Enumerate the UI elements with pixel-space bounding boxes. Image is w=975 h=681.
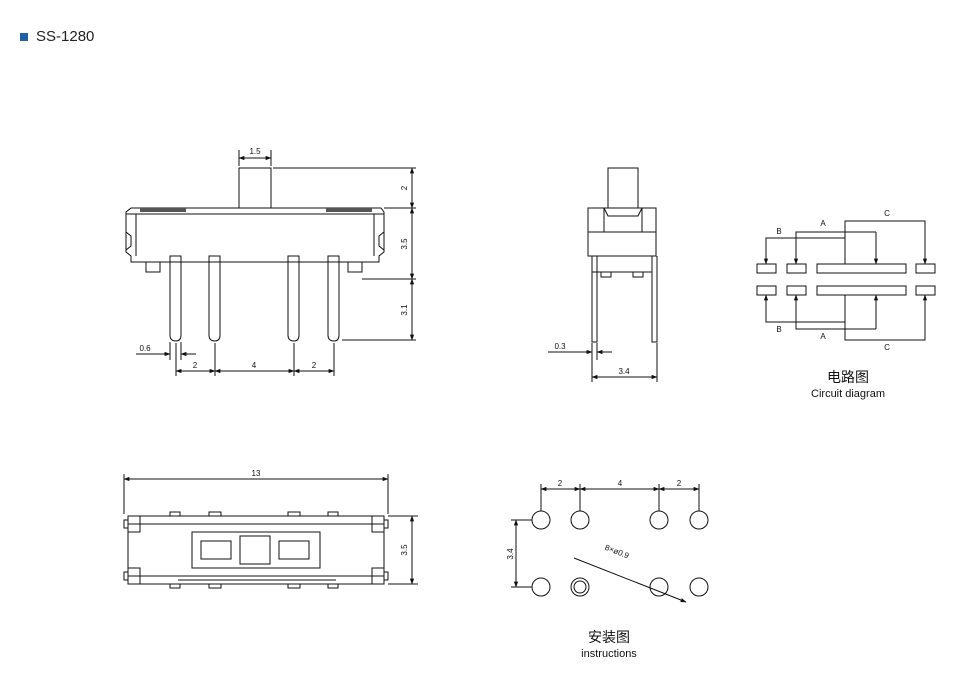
front-standoff-left (145, 261, 161, 273)
hole-2 (570, 510, 590, 530)
front-pin-4 (327, 255, 340, 342)
install-caption-cn: 安装图 (588, 629, 630, 645)
dim-pin-width-side: 0.3 (554, 342, 566, 351)
front-standoff-right (347, 261, 363, 273)
contact-bottom-2 (786, 285, 807, 296)
top-view: 13 3.5 (123, 469, 418, 589)
contact-top-2 (786, 263, 807, 274)
installation-pattern: 2 4 2 3.4 8×ø0.9 安装图 instructions (506, 479, 709, 660)
dim-pitch-right: 2 (312, 361, 317, 370)
front-view: 1.5 2 3.5 3.1 0.6 2 4 2 (125, 147, 416, 376)
contact-top-1 (756, 263, 777, 274)
model-title: SS-1280 (36, 28, 95, 45)
side-pin-right (651, 256, 658, 343)
install-caption-en: instructions (581, 648, 637, 660)
install-hole-spec: 8×ø0.9 (604, 543, 631, 561)
dim-pitch-center: 4 (252, 361, 257, 370)
side-pin-left (591, 256, 598, 343)
dim-body-height: 3.5 (400, 238, 409, 250)
hole-7 (649, 577, 669, 597)
hole-8 (689, 577, 709, 597)
front-pin-3 (287, 255, 300, 342)
dim-body-height-top: 3.5 (400, 544, 409, 556)
dim-pitch-left: 2 (193, 361, 198, 370)
circuit-caption-en: Circuit diagram (811, 388, 885, 400)
contact-top-bar (816, 263, 907, 274)
circuit-caption-cn: 电路图 (827, 369, 869, 385)
circuit-label-top-a: A (820, 219, 826, 228)
install-dim-pitch-left: 2 (558, 479, 563, 488)
hole-6 (570, 577, 590, 597)
dim-pin-span-side: 3.4 (618, 367, 630, 376)
hole-4 (689, 510, 709, 530)
install-dim-pitch-right: 2 (677, 479, 682, 488)
top-slot (191, 531, 321, 569)
front-cover (125, 207, 385, 263)
dim-pin-length: 3.1 (400, 304, 409, 316)
circuit-label-bottom-b: B (776, 325, 781, 334)
install-dim-row-spacing: 3.4 (506, 548, 515, 560)
install-dim-pitch-center: 4 (618, 479, 623, 488)
side-body (587, 207, 657, 257)
circuit-label-bottom-a: A (820, 332, 826, 341)
side-view: 0.3 3.4 (548, 167, 658, 382)
dim-pin-width-front: 0.6 (139, 344, 151, 353)
circuit-label-top-c: C (884, 209, 890, 218)
contact-bottom-4 (915, 285, 936, 296)
top-body (127, 515, 385, 585)
dim-overall-length: 13 (252, 469, 261, 478)
contact-bottom-bar (816, 285, 907, 296)
front-actuator (238, 167, 272, 209)
hole-1 (531, 510, 551, 530)
circuit-label-top-b: B (776, 227, 781, 236)
dim-actuator-width: 1.5 (249, 147, 261, 156)
circuit-diagram: B A C B A C 电路图 Circuit diagram (756, 209, 936, 400)
hole-5 (531, 577, 551, 597)
front-pin-1 (169, 255, 182, 342)
hole-3 (649, 510, 669, 530)
side-actuator (607, 167, 639, 209)
circuit-label-bottom-c: C (884, 343, 890, 352)
contact-bottom-1 (756, 285, 777, 296)
front-pin-2 (208, 255, 221, 342)
square-bullet-icon (20, 32, 28, 41)
dim-actuator-height: 2 (400, 185, 409, 190)
header: SS-1280 (20, 28, 94, 45)
contact-top-4 (915, 263, 936, 274)
